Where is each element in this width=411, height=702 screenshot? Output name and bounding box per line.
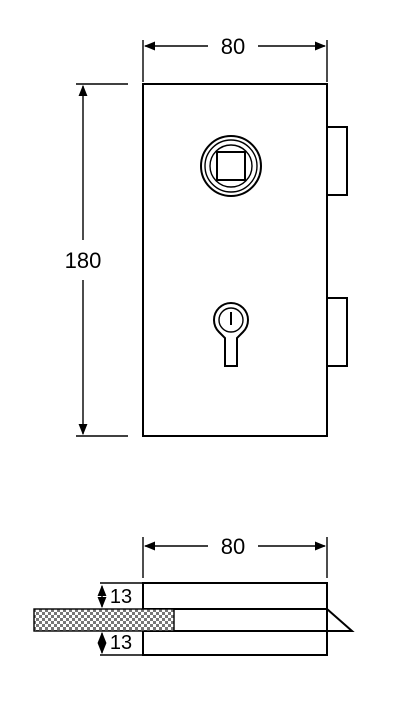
upper-plate (142, 582, 328, 610)
glass-panel (33, 608, 175, 632)
front-height-label: 180 (65, 248, 102, 273)
euro-cylinder-keyhole (213, 301, 249, 367)
side-view: 80 13 13 (33, 534, 355, 656)
front-height-dimension: 180 (65, 83, 128, 437)
lock-body (142, 83, 328, 437)
lower-latch-tab (326, 297, 348, 367)
spindle-hole (200, 135, 262, 197)
lower-plate (142, 630, 328, 656)
top-thickness-label: 13 (110, 586, 132, 608)
bottom-thickness-label: 13 (110, 632, 132, 654)
front-view: 80 180 (65, 34, 348, 437)
side-width-dimension: 80 (142, 534, 328, 578)
bottom-thickness-dimension: 13 (97, 631, 143, 656)
latch-bevel (326, 606, 355, 632)
front-width-label: 80 (221, 34, 245, 59)
upper-latch-tab (326, 126, 348, 196)
top-thickness-dimension: 13 (97, 582, 143, 609)
side-width-label: 80 (221, 534, 245, 559)
front-width-dimension: 80 (142, 34, 328, 82)
